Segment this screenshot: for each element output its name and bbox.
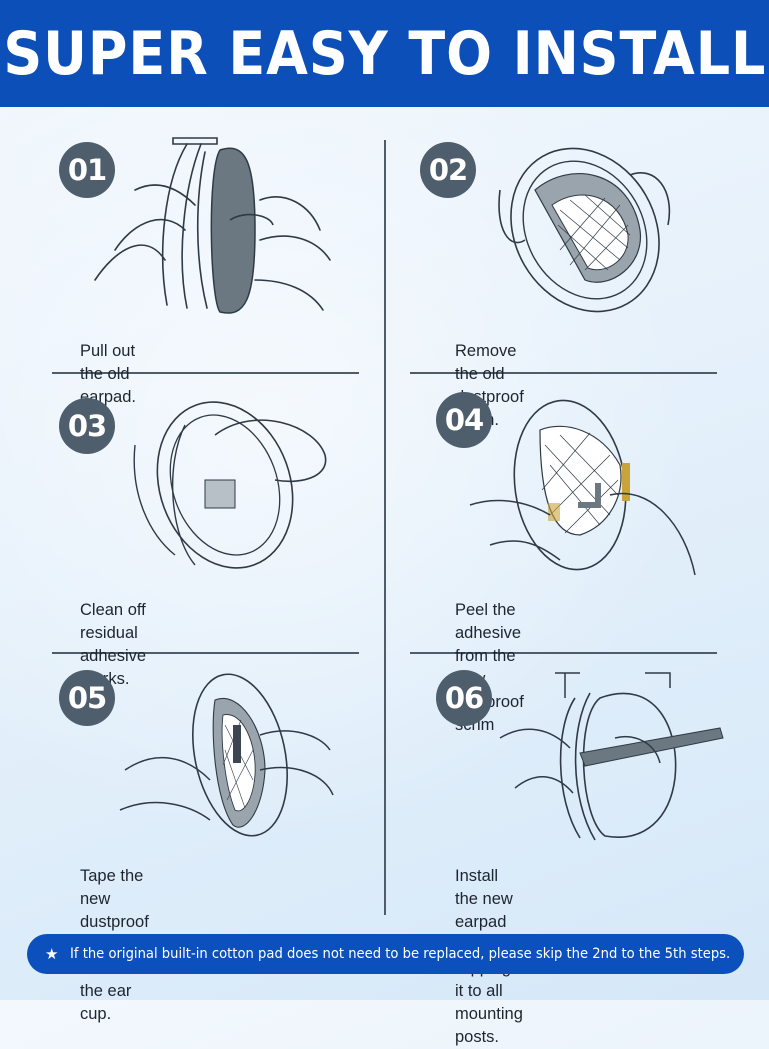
step-number-badge: 05 (59, 670, 115, 726)
step-number-badge: 01 (59, 142, 115, 198)
caption-line: it to all mounting posts. (455, 982, 523, 1046)
note-text: If the original built-in cotton pad does… (70, 946, 731, 962)
tape-scrim-illustration (119, 673, 334, 837)
page-title: SUPER EASY TO INSTALL (3, 18, 766, 89)
peel-adhesive-illustration (469, 399, 696, 576)
note-banner: ★ If the original built-in cotton pad do… (27, 934, 744, 974)
header-banner: SUPER EASY TO INSTALL (0, 0, 769, 107)
divider-row1-left (52, 372, 359, 374)
star-icon: ★ (45, 946, 59, 963)
step-number-badge: 04 (436, 392, 492, 448)
step-number-badge: 02 (420, 142, 476, 198)
divider-row1-right (410, 372, 717, 374)
divider-row2-right (410, 652, 717, 654)
vertical-divider (384, 140, 386, 915)
step-number-badge: 03 (59, 398, 115, 454)
install-earpad-illustration (499, 672, 724, 841)
step-number-badge: 06 (436, 670, 492, 726)
remove-scrim-illustration (498, 147, 671, 313)
remove-earpad-illustration (94, 137, 331, 314)
divider-row2-left (52, 652, 359, 654)
clean-adhesive-illustration (133, 401, 327, 569)
